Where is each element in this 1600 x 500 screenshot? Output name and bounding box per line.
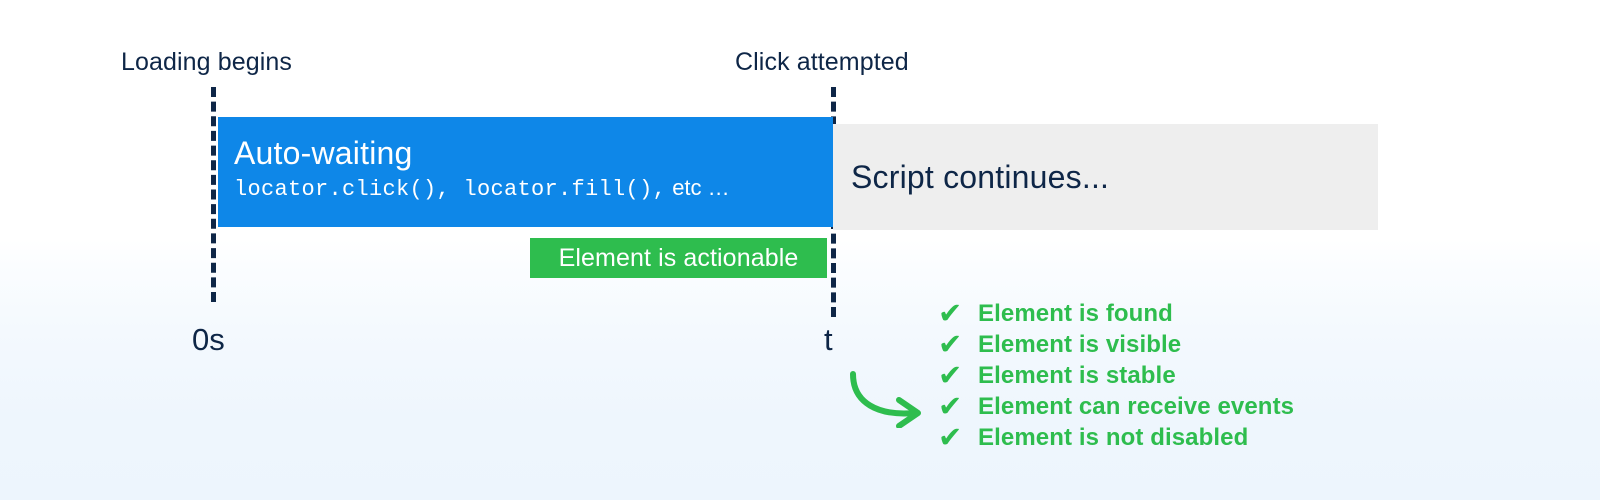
actionability-checklist: ✔ Element is found ✔ Element is visible … xyxy=(938,298,1294,453)
checklist-item-label: Element is visible xyxy=(978,330,1182,358)
check-icon: ✔ xyxy=(938,327,963,361)
status-badge-label: Element is actionable xyxy=(558,243,799,272)
status-badge-element-actionable: Element is actionable xyxy=(530,238,827,278)
phase-title-auto-waiting: Auto-waiting xyxy=(234,135,413,171)
timeline-guide-start xyxy=(211,87,216,302)
phase-block-auto-waiting: Auto-waiting locator.click(), locator.fi… xyxy=(218,117,833,227)
checklist-item: ✔ Element is not disabled xyxy=(938,422,1294,453)
marker-label-click-attempted: Click attempted xyxy=(735,48,909,76)
axis-label-t: t xyxy=(824,322,833,357)
checklist-item-label: Element can receive events xyxy=(978,392,1295,420)
check-icon: ✔ xyxy=(938,358,963,392)
checklist-item: ✔ Element is visible xyxy=(938,329,1294,360)
phase-title-script-continues: Script continues... xyxy=(851,158,1110,195)
phase-code-auto-waiting: locator.click(), locator.fill(), etc … xyxy=(234,173,833,205)
curved-arrow-icon xyxy=(850,371,921,428)
check-icon: ✔ xyxy=(938,389,963,423)
checklist-item-label: Element is not disabled xyxy=(978,423,1249,451)
phase-block-script-continues: Script continues... xyxy=(833,124,1378,230)
checklist-item-label: Element is found xyxy=(978,299,1173,327)
axis-label-zero-seconds: 0s xyxy=(192,322,225,357)
checklist-item-label: Element is stable xyxy=(978,361,1176,389)
marker-label-loading-begins: Loading begins xyxy=(121,48,292,76)
phase-code-tail: etc … xyxy=(666,175,730,200)
checklist-item: ✔ Element is found xyxy=(938,298,1294,329)
checklist-item: ✔ Element can receive events xyxy=(938,391,1294,422)
check-icon: ✔ xyxy=(938,296,963,330)
checklist-item: ✔ Element is stable xyxy=(938,360,1294,391)
phase-code-main: locator.click(), locator.fill(), xyxy=(234,177,667,202)
check-icon: ✔ xyxy=(938,420,963,454)
